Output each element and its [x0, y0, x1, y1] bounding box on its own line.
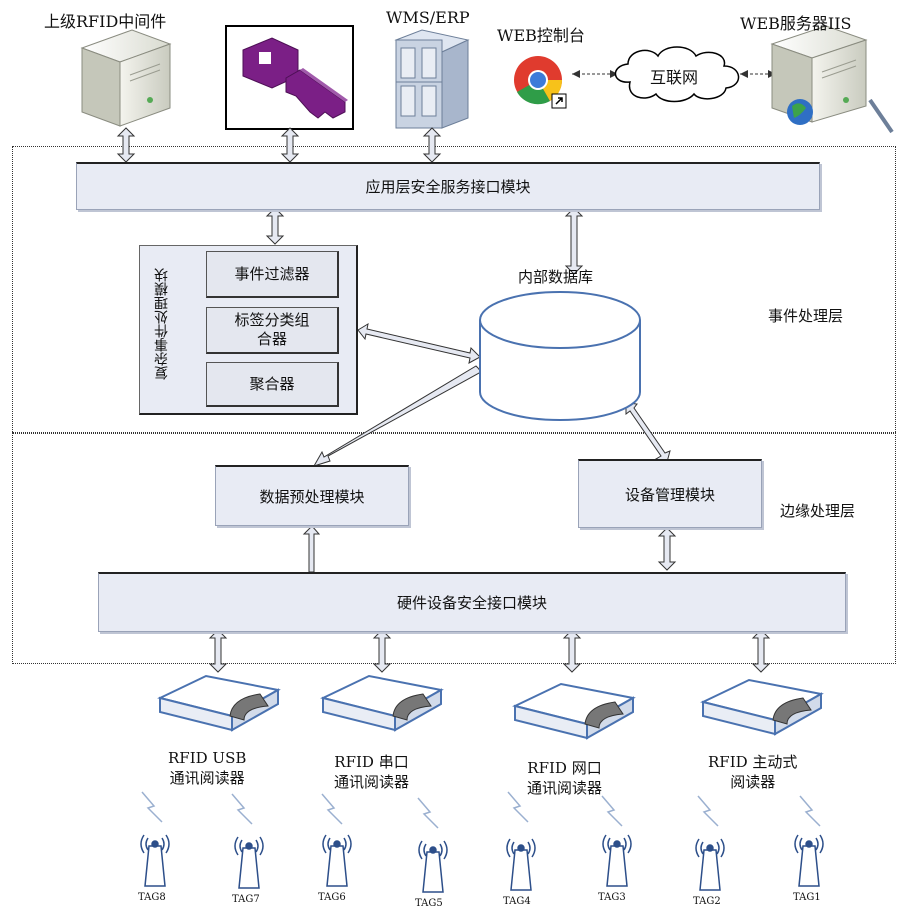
wireless-signal-icons	[141, 791, 821, 829]
wms-erp-server-icon	[394, 29, 470, 129]
reader-serial-label: RFID 串口 通讯阅读器	[334, 752, 409, 792]
tag-label: TAG1	[793, 892, 821, 903]
reader-network-line1: RFID 网口	[527, 759, 602, 777]
middleware-label: 上级RFID中间件	[44, 12, 167, 31]
web-server-label: WEB服务器IIS	[740, 14, 852, 33]
reader-network-label: RFID 网口 通讯阅读器	[527, 758, 602, 798]
device-management-module: 设备管理模块	[578, 459, 762, 528]
web-server-icon	[770, 25, 894, 134]
tag-classifier-line2: 合器	[256, 330, 287, 348]
tag-classifier-line1: 标签分类组	[234, 311, 310, 329]
reader-usb-line2: 通讯阅读器	[169, 769, 245, 787]
tag-icons	[140, 834, 824, 893]
tag-label: TAG5	[415, 898, 443, 909]
internet-arrows	[572, 70, 776, 78]
tag-label: TAG3	[598, 892, 626, 903]
aggregator: 聚合器	[206, 362, 339, 407]
tag-classifier: 标签分类组 合器	[206, 307, 339, 354]
reader-serial-line2: 通讯阅读器	[334, 773, 410, 791]
cep-module-title: 复杂事件处理模块	[154, 268, 170, 380]
internet-label: 互联网	[650, 68, 699, 87]
edge-layer-label: 边缘处理层	[780, 502, 856, 520]
reader-active-label: RFID 主动式 阅读器	[708, 752, 797, 792]
app-layer-module: 应用层安全服务接口模块	[76, 162, 820, 210]
database-label: 内部数据库	[518, 268, 594, 286]
reader-usb-line1: RFID USB	[168, 749, 247, 767]
event-layer-label: 事件处理层	[768, 307, 844, 325]
database-cylinder	[479, 291, 641, 421]
tag-label: TAG8	[138, 892, 166, 903]
tag-label: TAG6	[318, 892, 346, 903]
web-console-label: WEB控制台	[497, 26, 585, 45]
tag-label: TAG2	[693, 896, 721, 907]
preprocess-module: 数据预处理模块	[215, 465, 409, 526]
tag-label: TAG7	[232, 894, 260, 905]
wms-erp-label: WMS/ERP	[386, 8, 470, 27]
reader-network-line2: 通讯阅读器	[527, 779, 603, 797]
reader-serial-line1: RFID 串口	[334, 753, 409, 771]
browser-icon	[514, 56, 567, 109]
edge-layer-boundary	[12, 432, 896, 664]
reader-icons	[157, 674, 824, 740]
internet-cloud-icon	[614, 46, 740, 103]
reader-active-line1: RFID 主动式	[708, 753, 798, 771]
tag-label: TAG4	[503, 896, 531, 907]
vertical-arrows	[116, 127, 771, 673]
hardware-interface-module: 硬件设备安全接口模块	[98, 572, 846, 632]
event-filter: 事件过滤器	[206, 251, 339, 298]
middleware-server-icon	[80, 29, 172, 127]
event-layer-boundary	[12, 146, 896, 434]
reader-active-line2: 阅读器	[730, 773, 776, 791]
reader-usb-label: RFID USB 通讯阅读器	[168, 748, 246, 788]
key-icon	[242, 37, 348, 119]
